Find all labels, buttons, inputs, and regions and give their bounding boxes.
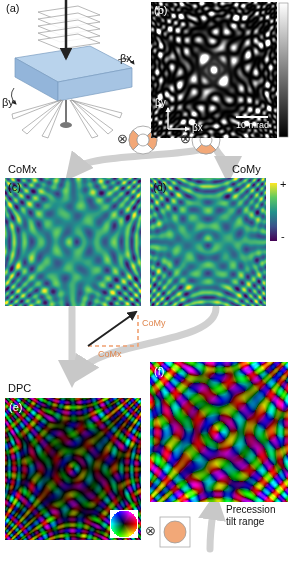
panel-letter: (a) <box>6 2 19 15</box>
scale-label: 10 mrad <box>236 120 269 130</box>
panel-letter: (c) <box>8 181 21 194</box>
caption-text: Precession tilt range <box>226 504 288 527</box>
tilt-label: βx <box>120 52 132 65</box>
operator-symbol: ⊗ <box>145 524 156 539</box>
intensity-colorbar <box>279 3 288 137</box>
panel-letter: (e) <box>9 401 22 414</box>
comx-map <box>5 178 141 306</box>
signal-label: CoMx <box>8 163 37 176</box>
panel-letter: (d) <box>153 181 166 194</box>
operator-symbol: ⊗ <box>117 132 128 147</box>
vector-component: CoMx <box>98 349 122 359</box>
signal-label: DPC <box>8 382 31 395</box>
axis-label: βx <box>192 122 203 134</box>
vector-component: CoMy <box>142 318 166 328</box>
precession-dpc-map <box>150 362 288 502</box>
colorbar-tick: - <box>281 230 285 243</box>
panel-letter: (f) <box>154 365 164 378</box>
precession-icon <box>160 517 190 547</box>
signal-label: CoMy <box>232 163 261 176</box>
operator-symbol: ⊗ <box>180 132 191 147</box>
colorbar-tick: + <box>280 178 286 191</box>
panel-letter: (b) <box>154 4 167 17</box>
scale-bar <box>236 116 268 118</box>
dpc-vector <box>88 312 138 346</box>
diffraction-image <box>151 2 277 138</box>
signal-colorbar <box>270 183 277 241</box>
color-wheel <box>110 510 138 538</box>
specimen-illustration <box>11 0 134 138</box>
comy-map <box>150 178 266 306</box>
tilt-label: βy <box>2 96 14 109</box>
axis-label: βy <box>155 97 166 109</box>
